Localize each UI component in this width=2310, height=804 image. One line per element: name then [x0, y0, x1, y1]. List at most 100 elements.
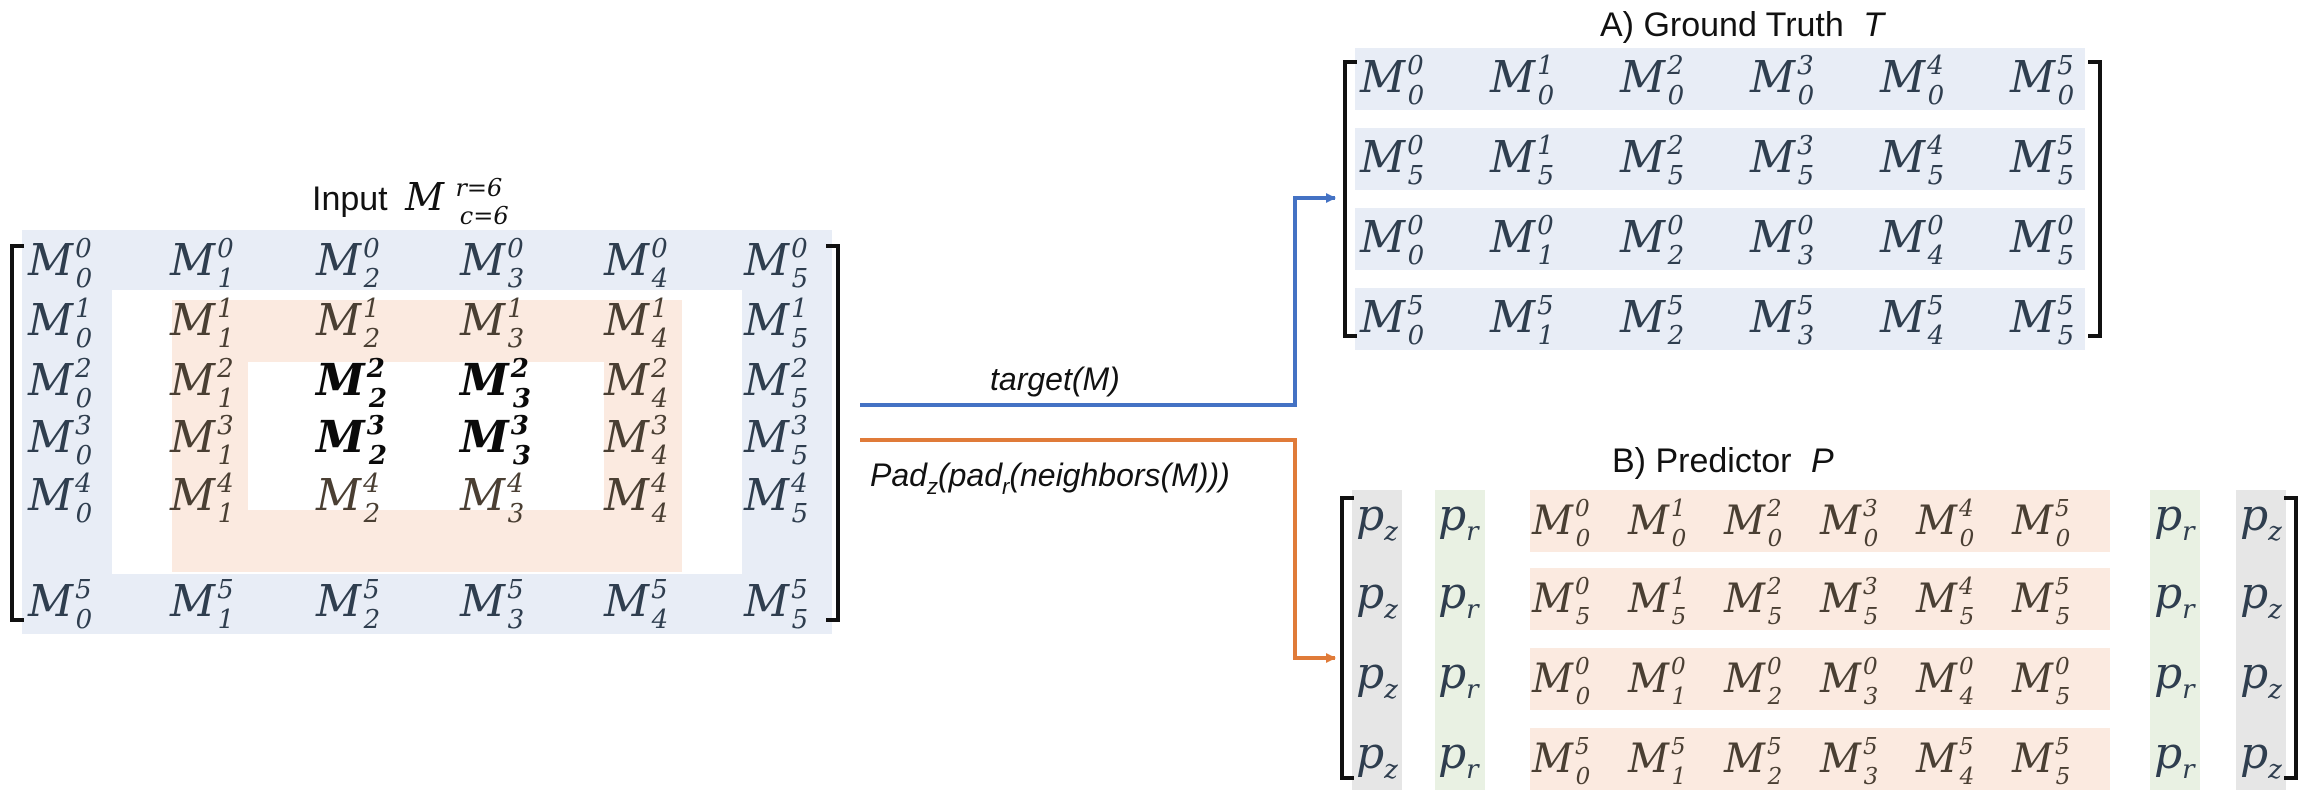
input-title: Input M r=6 c=6 — [312, 166, 512, 230]
pred-padr-right-r2: pr — [2154, 648, 2196, 705]
pred-row-3-bg — [1530, 648, 2110, 710]
pred-right-bracket — [2284, 496, 2298, 780]
input-ring-left-bg — [172, 362, 248, 510]
pred-padz-right-r1: pz — [2240, 568, 2282, 625]
ground-truth-title: A) Ground Truth T — [1600, 6, 1886, 44]
target-arrow-label: target(M) — [990, 361, 1120, 397]
gt-row-4-bg — [1355, 288, 2085, 350]
pred-left-bracket — [1340, 496, 1354, 780]
pred-padr-right-bg — [2150, 490, 2200, 790]
pred-padr-left-bg — [1435, 490, 1485, 790]
pred-padr-right-r3: pr — [2154, 728, 2196, 785]
predictor-arrow: Padz(padr(neighbors(M))) — [860, 438, 1336, 663]
pred-padr-left-r2: pr — [1438, 648, 1480, 705]
pred-row-1-bg — [1530, 490, 2110, 552]
pred-padz-right-r0: pz — [2240, 490, 2282, 547]
gt-row-2-bg — [1355, 128, 2085, 190]
input-top-row-bg — [22, 230, 832, 290]
gt-row-3-bg — [1355, 208, 2085, 270]
input-bottom-row-bg — [22, 574, 832, 634]
pred-row-2-bg — [1530, 568, 2110, 630]
gt-right-bracket — [2088, 60, 2102, 338]
pred-padz-left-r1: pz — [1356, 568, 1398, 625]
input-left-bracket — [10, 244, 24, 622]
pred-padr-left-r3: pr — [1438, 728, 1480, 785]
gt-left-bracket — [1343, 60, 1357, 338]
input-right-col-bg — [742, 290, 832, 574]
pred-row-4-bg — [1530, 728, 2110, 790]
gt-row-1-bg — [1355, 48, 2085, 110]
predictor-title: B) Predictor P — [1612, 442, 1834, 480]
input-ring-right-bg — [604, 362, 682, 510]
pred-padr-right-r1: pr — [2154, 568, 2196, 625]
predictor-arrow-label: Padz(padr(neighbors(M))) — [870, 457, 1230, 499]
predictor-arrow-line — [860, 438, 1336, 663]
pred-padz-left-r3: pz — [1356, 728, 1398, 785]
pred-padz-left-r2: pz — [1356, 648, 1398, 705]
input-right-bracket — [826, 244, 840, 622]
